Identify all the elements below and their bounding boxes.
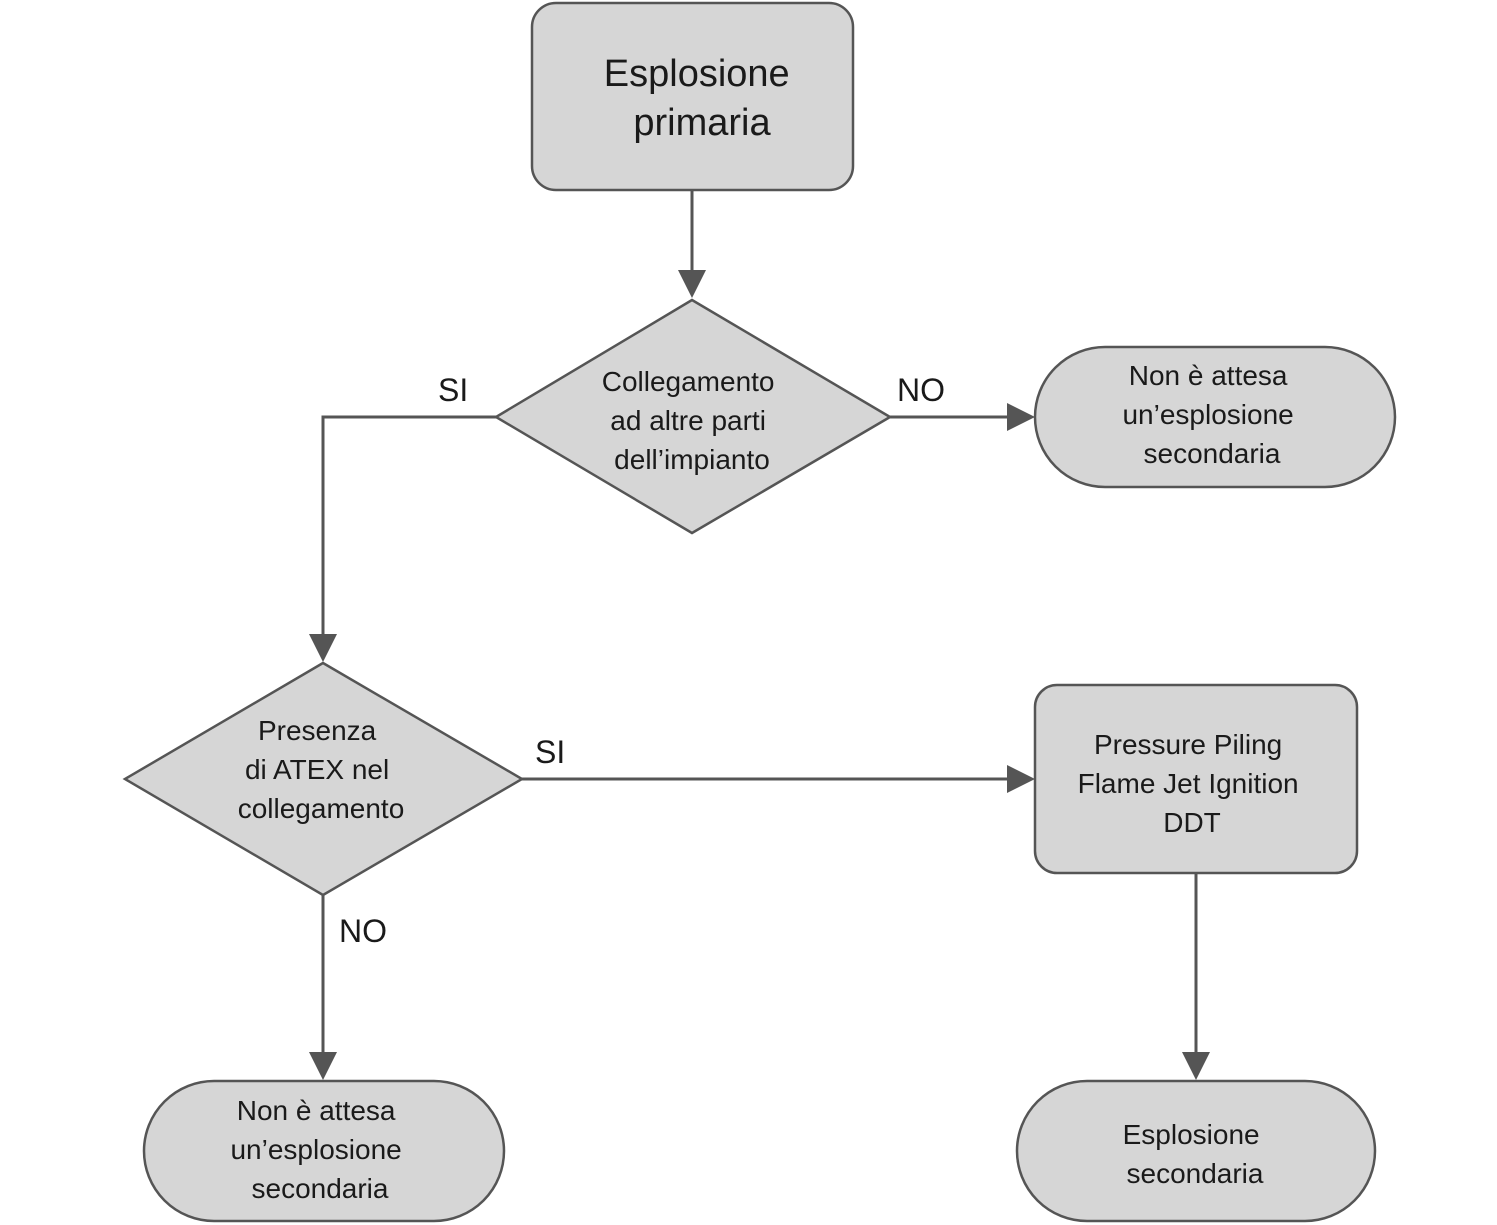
arrowhead-down-icon: [1182, 1052, 1210, 1080]
node-mechanisms: Pressure Piling Flame Jet Ignition DDT: [1033, 683, 1359, 875]
arrowhead-right-icon: [1007, 403, 1035, 431]
terminal-no-secondary-bottom: Non è attesa un’esplosione secondaria: [142, 1079, 506, 1223]
terminal-no-secondary-right-line-1: Non è attesa: [1129, 360, 1288, 391]
connector-decision-yes-to-atex: [321, 415, 496, 636]
svg-text:Esplosione primaria: Esplosione primaria: [604, 53, 800, 144]
arrowhead-down-icon: [309, 634, 337, 662]
decision-connection-line-3: dell’impianto: [614, 444, 770, 475]
connectors: [309, 190, 1210, 1080]
svg-text:Presenza di ATEX nel: Presenza di ATEX nel collegamento: [238, 715, 405, 824]
node-mechanisms-line-1: Pressure Piling: [1094, 729, 1282, 760]
decision-connection-diamond: Collegamento ad altre parti dell’impiant…: [493, 298, 893, 535]
node-mechanisms-line-2: Flame Jet Ignition: [1078, 768, 1299, 799]
label-atex-yes: SI: [535, 734, 565, 770]
decision-connection-line-1: Collegamento: [602, 366, 775, 397]
node-primary-explosion: Esplosione primaria: [530, 1, 855, 192]
terminal-secondary-explosion-line-1: Esplosione: [1123, 1119, 1260, 1150]
decision-atex-line-3: collegamento: [238, 793, 405, 824]
terminal-no-secondary-bottom-line-1: Non è attesa: [237, 1095, 396, 1126]
node-primary-explosion-line-1: Esplosione: [604, 53, 790, 95]
svg-text:Non è attesa un’esplosio: Non è attesa un’esplosione secondaria: [230, 1095, 409, 1204]
terminal-no-secondary-bottom-line-2: un’esplosione: [230, 1134, 401, 1165]
terminal-secondary-explosion: Esplosione secondaria: [1015, 1079, 1377, 1223]
node-mechanisms-line-3: DDT: [1163, 807, 1221, 838]
terminal-no-secondary-right: Non è attesa un’esplosione secondaria: [1033, 345, 1397, 489]
decision-atex-diamond: Presenza di ATEX nel collegamento: [122, 661, 525, 897]
svg-text:Non è attesa un’esplosio: Non è attesa un’esplosione secondaria: [1122, 360, 1301, 469]
svg-text:Esplosione secondaria: Esplosione secondaria: [1123, 1119, 1268, 1189]
decision-connection-line-2: ad altre parti: [610, 405, 766, 436]
label-connection-no: NO: [897, 372, 945, 408]
arrowhead-right-icon: [1007, 765, 1035, 793]
label-atex-no: NO: [339, 913, 387, 949]
branch-labels: SI NO SI NO: [339, 372, 945, 949]
terminal-no-secondary-bottom-line-3: secondaria: [252, 1173, 389, 1204]
arrowhead-down-icon: [309, 1052, 337, 1080]
decision-atex-line-2: di ATEX nel: [245, 754, 389, 785]
terminal-no-secondary-right-line-2: un’esplosione: [1122, 399, 1293, 430]
terminal-no-secondary-right-line-3: secondaria: [1144, 438, 1281, 469]
node-primary-explosion-line-2: primaria: [633, 102, 771, 144]
svg-text:Collegamento ad altre pa: Collegamento ad altre parti dell’impiant…: [602, 366, 783, 475]
arrowhead-down-icon: [678, 270, 706, 298]
decision-atex-line-1: Presenza: [258, 715, 377, 746]
svg-text:Pressure Piling Flame Je: Pressure Piling Flame Jet Ignition DDT: [1078, 729, 1307, 838]
label-connection-yes: SI: [438, 372, 468, 408]
terminal-secondary-explosion-line-2: secondaria: [1127, 1158, 1264, 1189]
